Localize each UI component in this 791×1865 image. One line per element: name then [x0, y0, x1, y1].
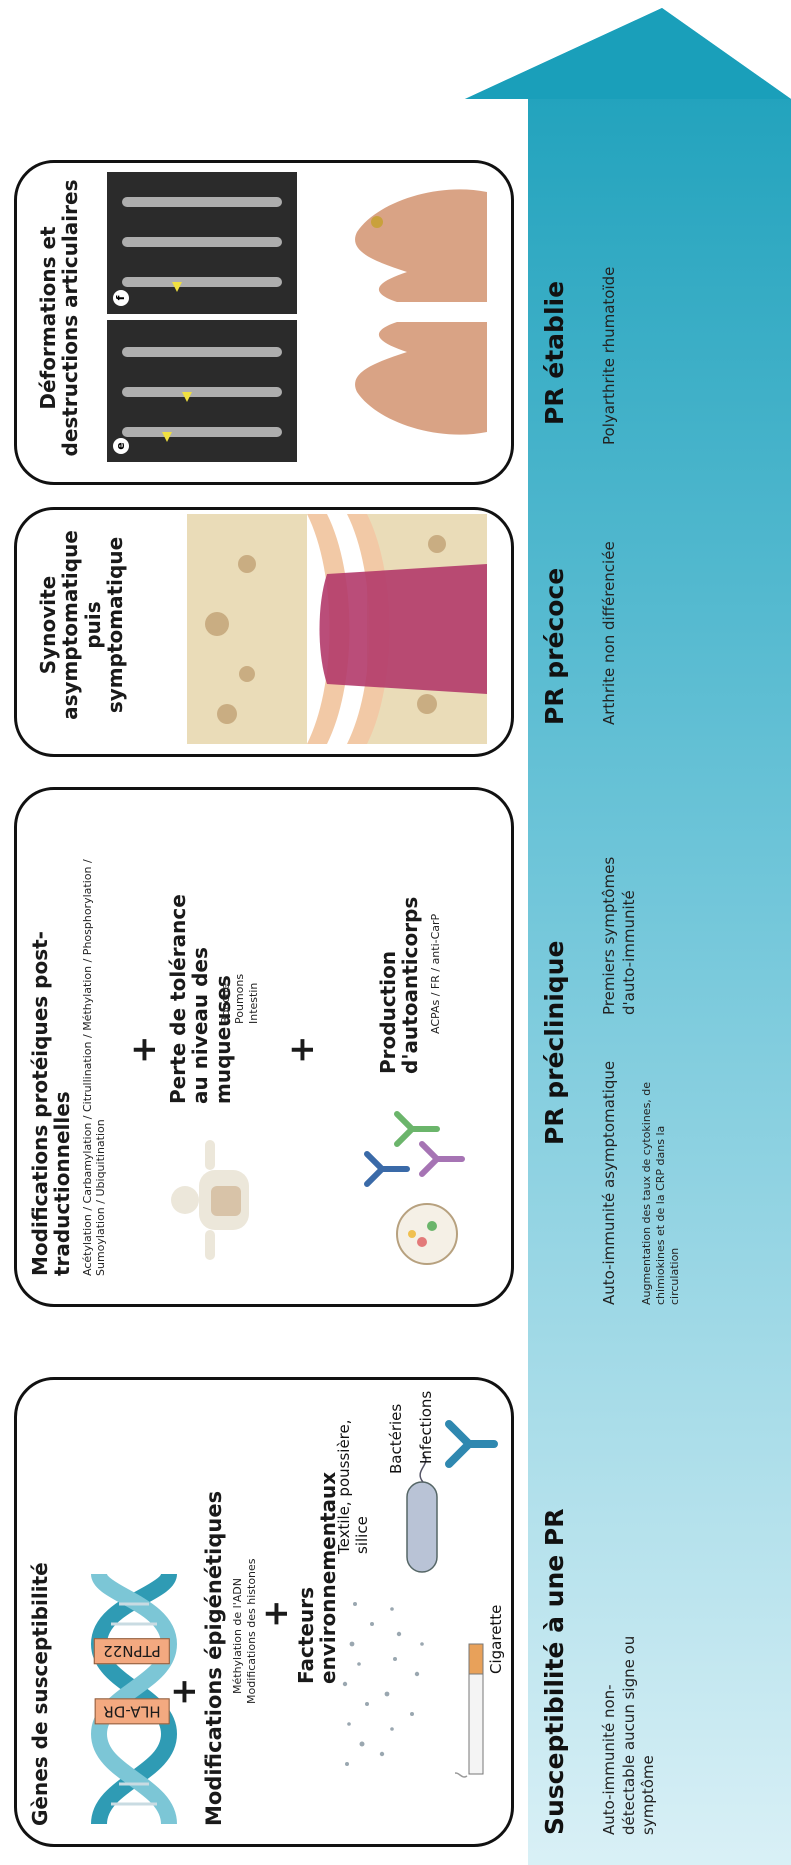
susceptibility-genes-title: Gènes de susceptibilité: [29, 1562, 51, 1826]
mucosa-item-3: Intestin: [247, 983, 260, 1024]
ptm-title: Modifications protéiques post-traduction…: [29, 816, 74, 1276]
env-label-dust: Textile, poussière, silice: [335, 1380, 371, 1554]
gene-box-hla-dr: HLA-DR: [94, 1698, 169, 1724]
dust-particles-illustration: [337, 1584, 427, 1774]
plus-sign-4: +: [285, 1036, 319, 1065]
xray-images: [107, 172, 297, 462]
epigenetic-title: Modifications épigénétiques: [203, 1491, 227, 1826]
env-label-bacteria: Bactéries: [387, 1404, 405, 1474]
gene-box-ptpn22: PTPN22: [94, 1638, 170, 1664]
infection-icon: [439, 1414, 499, 1474]
stage-label-early: PR précoce: [540, 568, 569, 725]
established-ra-panel: Déformations et destructions articulaire…: [14, 160, 514, 485]
plus-sign-3: +: [127, 1036, 161, 1065]
xray-label-f: f: [113, 290, 129, 306]
stage-desc-established: Polyarthrite rhumatoïde: [600, 225, 620, 445]
autoantibody-items: ACPAs / FR / anti-CarP: [429, 914, 442, 1034]
mucosa-item-2: Poumons: [233, 974, 246, 1024]
plus-sign-1: +: [167, 1678, 201, 1707]
environmental-factors-title: Facteurs environnementaux: [295, 1380, 340, 1684]
xray-label-e: e: [113, 438, 129, 454]
b-cell-antibody-illustration: [327, 1094, 477, 1274]
stage-detail-preclinical: Augmentation des taux de cytokines, de c…: [640, 1065, 681, 1305]
early-ra-panel: Synovite asymptomatique puis symptomatiq…: [14, 507, 514, 757]
synovitis-title: Synovite asymptomatique puis symptomatiq…: [37, 520, 127, 730]
epigenetic-item-2: Modifications des histones: [245, 1558, 258, 1704]
epigenetic-item-1: Méthylation de l'ADN: [231, 1578, 244, 1694]
plus-sign-2: +: [259, 1600, 293, 1629]
stage-desc-early: Arthrite non différenciée: [600, 505, 620, 725]
stage-desc-susceptibility: Auto-immunité non-détectable aucun signe…: [600, 1605, 659, 1835]
stage-label-preclinical: PR préclinique: [540, 941, 569, 1145]
preclinical-panel: Modifications protéiques post-traduction…: [14, 787, 514, 1307]
mucosa-item-1: Bouche: [219, 983, 232, 1024]
gene-label-hla-dr: HLA-DR: [103, 1702, 160, 1720]
gene-label-ptpn22: PTPN22: [103, 1642, 161, 1660]
susceptibility-panel: HLA-DR PTPN22 Gènes de susceptibilité + …: [14, 1377, 514, 1847]
deformed-hands-photo: [317, 182, 497, 452]
deformation-title: Déformations et destructions articulaire…: [37, 178, 82, 458]
env-label-infections: Infections: [417, 1391, 435, 1464]
ptm-items: Acétylation / Carbamylation / Citrullina…: [81, 856, 107, 1276]
joint-synovitis-illustration: [187, 514, 487, 744]
env-label-cigarette: Cigarette: [487, 1605, 505, 1674]
autoantibody-title: Production d'autoanticorps: [377, 874, 422, 1074]
stage-label-susceptibility: Susceptibilité à une PR: [540, 1509, 569, 1836]
stage-desc-preclinical-2: Premiers symptômes d'auto-immunité: [600, 835, 639, 1015]
human-body-illustration: [165, 1110, 285, 1290]
stage-desc-preclinical-1: Auto-immunité asymptomatique: [600, 1045, 620, 1305]
stage-label-established: PR établie: [540, 281, 569, 425]
